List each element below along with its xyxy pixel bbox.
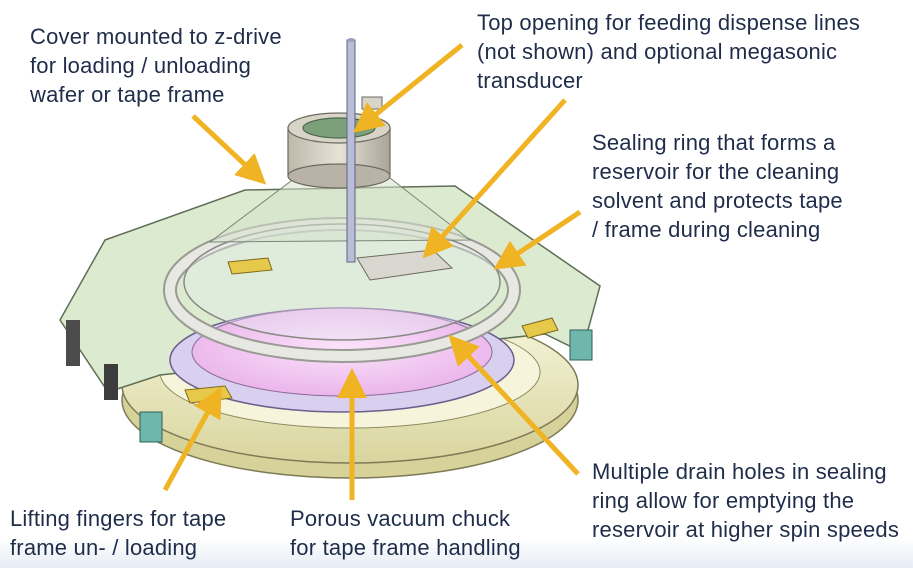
label-drain-holes: Multiple drain holes in sealing ring all… [592,459,900,542]
bottom-gradient [0,538,913,568]
label-cover: Cover mounted to z-drive for loading / u… [30,24,282,107]
arrow-sealing-ring [493,209,582,270]
label-porous-chuck: Porous vacuum chuck for tape frame handl… [290,506,521,560]
sealing-ring [163,217,521,363]
teal-connectors [66,320,593,443]
arrow-lifting-fingers [162,386,222,492]
label-top-opening: Top opening for feeding dispense lines (… [477,10,861,93]
label-lifting-fingers: Lifting fingers for tape frame un- / loa… [10,506,227,560]
arrow-top-opening [353,43,464,133]
callout-arrows [162,43,582,500]
label-sealing-ring: Sealing ring that forms a reservoir for … [592,130,843,242]
arrow-cover [191,114,267,185]
top-opening-cylinder [287,96,391,189]
arrow-dispense [422,98,567,259]
arrow-drain-holes [448,334,580,476]
